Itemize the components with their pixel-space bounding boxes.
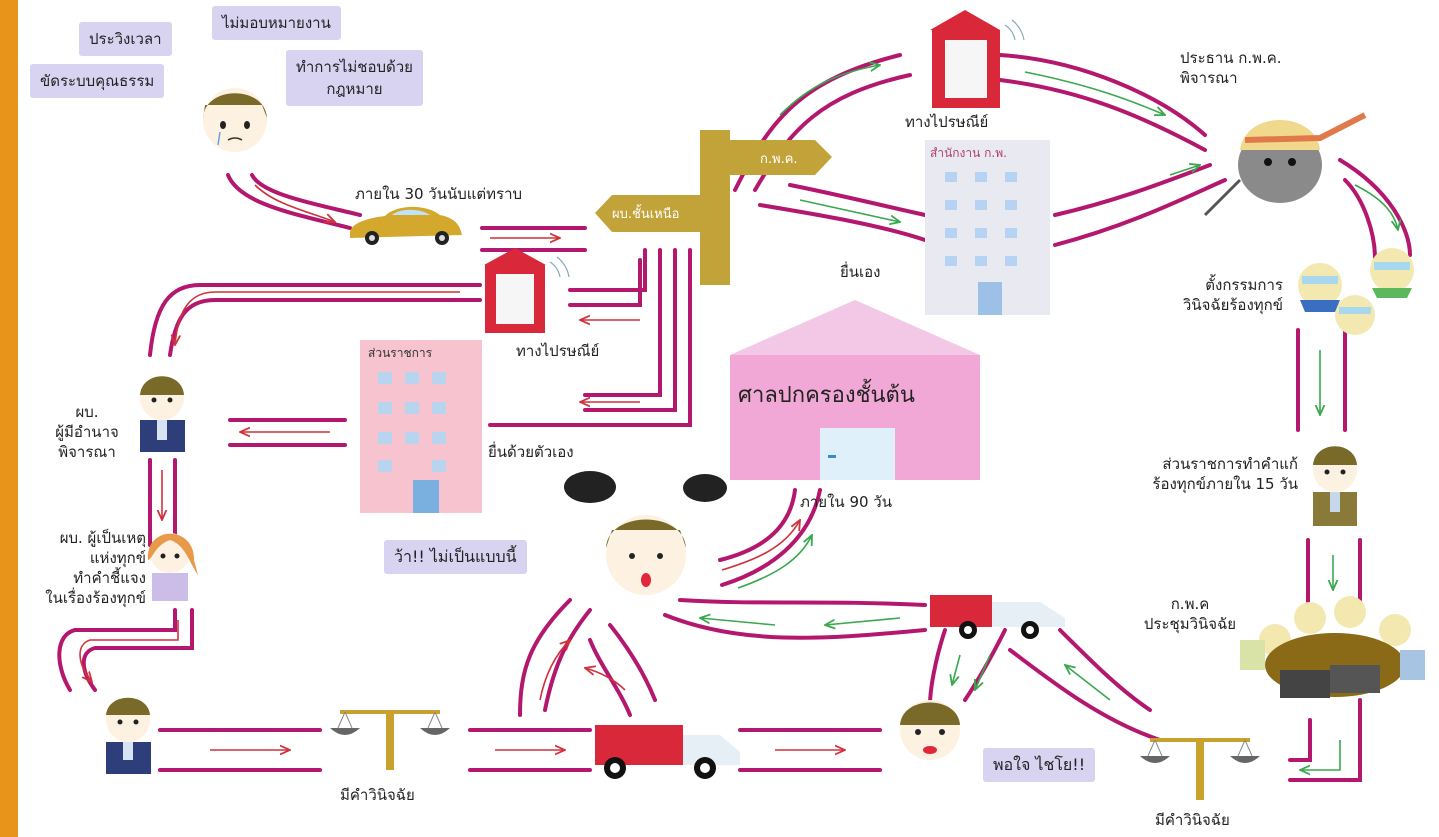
orange-side-bar	[0, 0, 18, 837]
mailbox-middle	[484, 248, 570, 333]
self-submit-top-label: ยื่นเอง	[840, 263, 881, 281]
verdict-right-label: มีคำวินิจฉัย	[1155, 811, 1230, 829]
self-submit-mid-label: ยื่นด้วยตัวเอง	[488, 443, 574, 461]
happy-bubble: พอใจ ไชโย!!	[983, 748, 1096, 782]
unhappy-person	[564, 471, 727, 595]
unhappy-bubble: ว้า!! ไม่เป็นแบบนี้	[384, 540, 527, 574]
signpost-up-label: ก.พ.ค.	[760, 152, 798, 167]
within-30-days-label: ภายใน 30 วันนับแต่ทราบ	[355, 185, 523, 203]
meeting-table	[1240, 596, 1425, 698]
red-arrows	[79, 184, 845, 750]
appoint-committee-label: ตั้งกรรมการ วินิจฉัยร้องทุกข์	[1182, 276, 1283, 314]
mailbox-top	[930, 10, 1025, 108]
admin-court-building	[730, 300, 980, 480]
gov-building-label: ส่วนราชการ	[368, 346, 433, 360]
supervisor-label: ผบ. ผู้มีอำนาจ พิจารณา	[55, 403, 119, 461]
complaint-no-assignment: ไม่มอบหมายงาน	[212, 6, 341, 40]
within-90-days-label: ภายใน 90 วัน	[800, 493, 892, 511]
opc-building: สำนักงาน ก.พ.	[925, 140, 1050, 315]
signpost-down-label: ผบ.ชั้นเหนือ	[612, 204, 679, 222]
complainer-bottom-left	[106, 697, 151, 774]
committee-members	[1298, 248, 1414, 335]
admin-court-label: ศาลปกครองชั้นต้น	[738, 383, 915, 408]
mail-truck-bottom	[595, 725, 740, 779]
complainer-face	[203, 88, 267, 152]
agency-person	[1313, 446, 1357, 526]
complaint-delay: ประวิงเวลา	[79, 22, 172, 56]
verdict-left-label: มีคำวินิจฉัย	[340, 786, 415, 804]
post-top-label: ทางไปรษณีย์	[905, 113, 989, 131]
supervisor-person	[140, 376, 185, 452]
meeting-label: ก.พ.ค ประชุมวินิจฉัย	[1143, 595, 1237, 633]
scales-right	[1140, 738, 1260, 800]
complaint-merit-violation: ขัดระบบคุณธรรม	[30, 64, 165, 98]
chairman-figure	[1203, 112, 1367, 217]
complaint-unlawful: ทำการไม่ชอบด้วย กฎหมาย	[286, 50, 423, 106]
happy-person	[900, 700, 960, 760]
chairman-label: ประธาน ก.พ.ค. พิจารณา	[1180, 49, 1282, 87]
agency-reply-label: ส่วนราชการทำคำแก้ ร้องทุกข์ภายใน 15 วัน	[1152, 455, 1298, 493]
car	[350, 206, 462, 245]
cause-person	[147, 533, 198, 601]
cause-person-label: ผบ. ผู้เป็นเหตุ แห่งทุกข์ ทำคำชี้แจง ในเ…	[45, 529, 146, 607]
opc-building-label: สำนักงาน ก.พ.	[930, 146, 1007, 160]
scales-left	[330, 710, 450, 770]
green-arrows	[700, 65, 1398, 770]
gov-building: ส่วนราชการ	[360, 340, 482, 513]
post-middle-label: ทางไปรษณีย์	[516, 342, 600, 360]
mail-truck-right	[930, 595, 1065, 639]
signpost: ก.พ.ค. ผบ.ชั้นเหนือ	[595, 130, 832, 285]
